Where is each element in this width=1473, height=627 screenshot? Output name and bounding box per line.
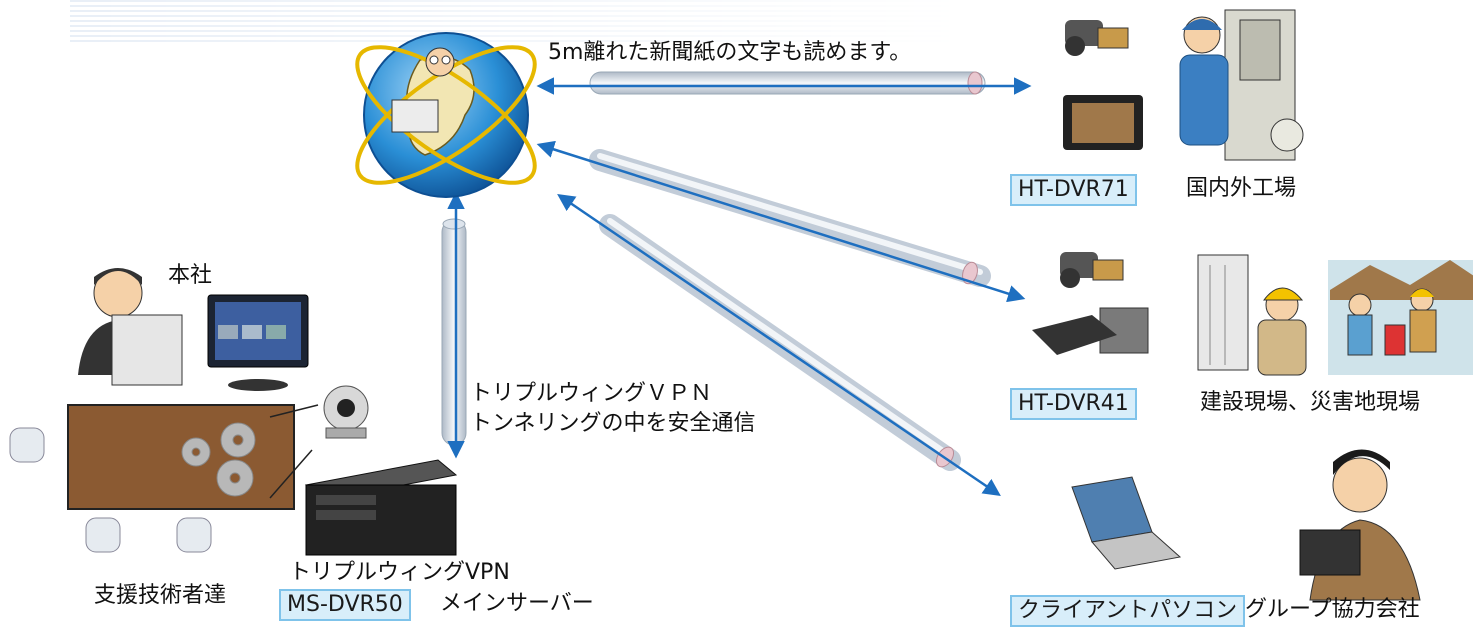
client-pc-tag: クライアントパソコン [1010,595,1246,627]
vpn-tunnels [441,71,1032,496]
vpn-caption-line1: トリプルウィングＶＰＮ [470,381,713,406]
ptz-camera-icon [323,385,369,439]
server-vpn-label: トリプルウィングVPN [289,560,510,585]
tunnel-factory [536,71,1032,95]
header-stripes [70,0,970,45]
group-company-label: グループ協力会社 [1245,597,1420,622]
tunnel-client [557,194,1001,496]
server-model-tag: MS-DVR50 [279,589,411,621]
server-role-label: メインサーバー [440,591,594,616]
monitor-display-icon [207,294,309,391]
hq-label: 本社 [168,263,213,288]
vpn-caption-line2: トンネリングの中を安全通信 [470,411,756,436]
construction-label: 建設現場、災害地現場 [1200,390,1421,415]
server-tower-icon [304,459,458,556]
tunnel-server [441,191,467,459]
business-user-icon [1299,449,1421,601]
speed-caption: 5m離れた新聞紙の文字も読めます。 [548,40,912,65]
factory-model-tag: HT-DVR71 [1010,174,1137,206]
laptop-icon [1071,476,1182,570]
globe-icon [355,32,537,198]
dvr-monitor-icon [1063,95,1143,150]
video-camera-icon [1060,252,1124,288]
office-worker-icon [78,268,183,386]
construction-site-icon [1197,254,1307,376]
chair-icon [9,427,212,553]
disaster-site-icon [1328,260,1473,375]
mobile-dvr-icon [1032,307,1149,355]
support-staff-label: 支援技術者達 [94,583,227,608]
factory-worker-icon [1179,9,1304,161]
factory-label: 国内外工場 [1186,176,1297,201]
construction-model-tag: HT-DVR41 [1010,388,1137,420]
conference-table [67,404,319,510]
gears-icon [181,422,256,497]
video-camera-icon [1065,20,1129,56]
